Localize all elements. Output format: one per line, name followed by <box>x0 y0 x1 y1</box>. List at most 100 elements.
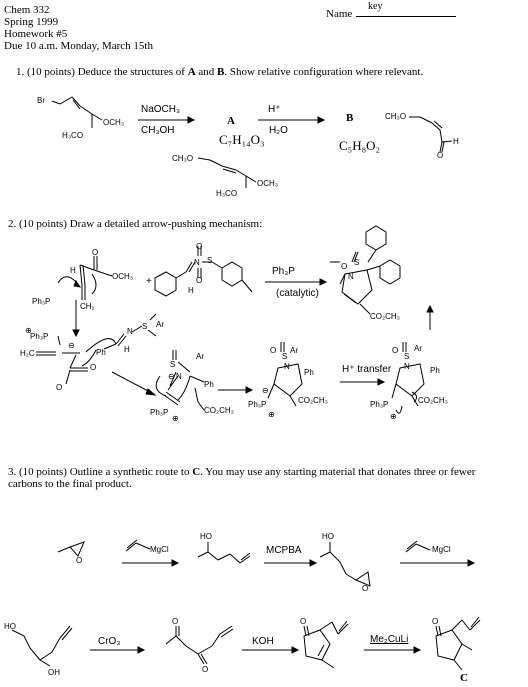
q3-product-c <box>435 616 481 671</box>
q2-i2-s: S <box>282 352 288 361</box>
intermediate-3 <box>391 342 425 414</box>
q2-h-transfer: H⁺ transfer <box>342 364 392 375</box>
q3-alcohol-ho: HO <box>200 532 212 541</box>
q1-sm-och3: OCH₃ <box>103 118 125 127</box>
q2-imine-h: H <box>188 286 194 295</box>
q2-zw-minus: ⊖ <box>68 341 75 350</box>
q2-ch2: CH₂ <box>80 302 95 311</box>
q2-i2-ph3p: Ph₃P <box>248 400 267 409</box>
q2-imine-s: S <box>207 256 213 265</box>
q2-i3-ph3p: Ph₃P <box>370 400 389 409</box>
q2-zw-o: O <box>90 363 97 372</box>
q1-b-o: O <box>437 151 444 160</box>
zwitterion <box>36 335 117 385</box>
q2-i2-n: N <box>284 362 290 371</box>
q3-epoxide-o: O <box>362 584 369 593</box>
q2-zw-o2: O <box>56 383 63 392</box>
q3-epoxide1-o: O <box>76 556 83 565</box>
q2-diag-arrow <box>111 371 151 393</box>
course-title: Chem 332 <box>4 4 50 16</box>
q3-enone-o: O <box>300 617 307 626</box>
q1-sm-br: Br <box>37 96 45 105</box>
q2-i1-minus: ⊖ <box>168 372 175 381</box>
q2-i2-ar: Ar <box>290 346 298 355</box>
q2-i1-plus: ⊕ <box>172 414 179 423</box>
q2-i3-n: N <box>404 362 410 371</box>
q3-diketone <box>165 625 234 665</box>
q1-label-a: A <box>227 115 235 127</box>
imine-2 <box>103 313 157 350</box>
q1-formula-b: C₅H₈O₂ <box>339 138 381 153</box>
q3-c-o: O <box>432 617 439 626</box>
intermediate-2 <box>267 342 303 407</box>
q1-reagent-naoch3: NaOCH₃ <box>141 104 181 115</box>
q1-product-b <box>409 116 453 153</box>
q1-starting-material <box>51 96 103 128</box>
q3-enone <box>303 620 349 669</box>
q2-i2-minus: ⊖ <box>262 386 269 395</box>
q3-prompt-line2: carbons to the final product. <box>8 478 132 490</box>
q2-i3-ph: Ph <box>430 366 440 375</box>
q2-i1-n: N <box>176 372 182 381</box>
pyrroline-product <box>330 225 401 315</box>
q3-diketone-o2: O <box>202 665 209 674</box>
q2-imine-o1: O <box>196 242 203 251</box>
q3-epoxy-alcohol <box>319 542 371 587</box>
q2-prod-s: S <box>354 258 360 267</box>
q2-o-top: O <box>92 248 99 257</box>
q1-b-h: H <box>453 137 459 146</box>
q1-a-och3: OCH₃ <box>257 179 279 188</box>
q2-reagent-ph3p: Ph₃P <box>272 266 295 277</box>
q2-och3: OCH₃ <box>112 272 134 281</box>
q2-i1-co2ch3: CO₂CH₃ <box>204 406 234 415</box>
q1-reagent-ch3oh: CH₃OH <box>141 125 175 136</box>
q2-zw-s: S <box>142 322 148 331</box>
q2-zw-h2c: H₂C <box>20 349 35 358</box>
q2-i2-co2ch3: CO₂CH₃ <box>298 396 328 405</box>
q2-i1-ar: Ar <box>196 352 204 361</box>
q1-reagent-h2o: H₂O <box>269 125 288 136</box>
q2-imine-n: N <box>194 258 200 267</box>
name-value: key <box>368 1 383 12</box>
q2-i2-plus: ⊕ <box>268 410 275 419</box>
q1-a-h3co: H₃CO <box>216 189 238 198</box>
q2-zw-n: N <box>127 327 133 336</box>
q2-zw-ph3p: Ph₃P <box>30 332 49 341</box>
q3-diketone-o1: O <box>172 617 179 626</box>
q1-a-ch3o: CH₃O <box>172 154 194 163</box>
q1-formula-a: C₇H₁₄O₃ <box>219 132 265 147</box>
q3-prompt-line1: 3. (10 points) Outline a synthetic route… <box>8 466 476 478</box>
q2-reagent-catalytic: (catalytic) <box>276 288 319 299</box>
q2-i3-plus: ⊕ <box>390 412 397 421</box>
q2-prod-o: O <box>341 262 348 271</box>
q1-sm-h3co: H₃CO <box>62 131 84 140</box>
term: Spring 1999 <box>4 16 59 28</box>
q3-epoxyalc-ho: HO <box>322 532 334 541</box>
q3-alcohol <box>197 542 251 564</box>
imine <box>154 246 253 297</box>
q2-imine-o2: O <box>196 276 203 285</box>
q2-i3-co2ch3: CO₂CH₃ <box>418 396 448 405</box>
q2-i1-ph: Ph <box>204 380 214 389</box>
allenoate <box>79 256 113 300</box>
q2-i3-ar: Ar <box>414 344 422 353</box>
q3-reagent-koh: KOH <box>252 636 274 647</box>
homework-number: Homework #5 <box>4 28 68 40</box>
q3-diol <box>11 625 73 667</box>
q2-i1-s: S <box>170 360 176 369</box>
q3-mgcl-2: MgCl <box>432 545 451 554</box>
q1-reagent-h-plus: H⁺ <box>268 104 281 115</box>
q2-ph3p-reagent: Ph₃P <box>32 297 51 306</box>
q3-reagent-cuprate: Me₂CuLi <box>370 634 409 645</box>
q1-label-b: B <box>346 112 354 124</box>
q3-reagent-mcpba: MCPBA <box>266 545 302 556</box>
q3-allyl-grignard-2 <box>405 540 431 553</box>
q3-diol-oh: OH <box>48 668 60 677</box>
q2-plus-sign: + <box>146 276 152 287</box>
q2-prod-co2ch3: CO₂CH₃ <box>370 312 400 321</box>
q2-zw-h: H <box>124 345 130 354</box>
q3-epoxide <box>57 541 85 557</box>
due-date: Due 10 a.m. Monday, March 15th <box>4 40 153 52</box>
